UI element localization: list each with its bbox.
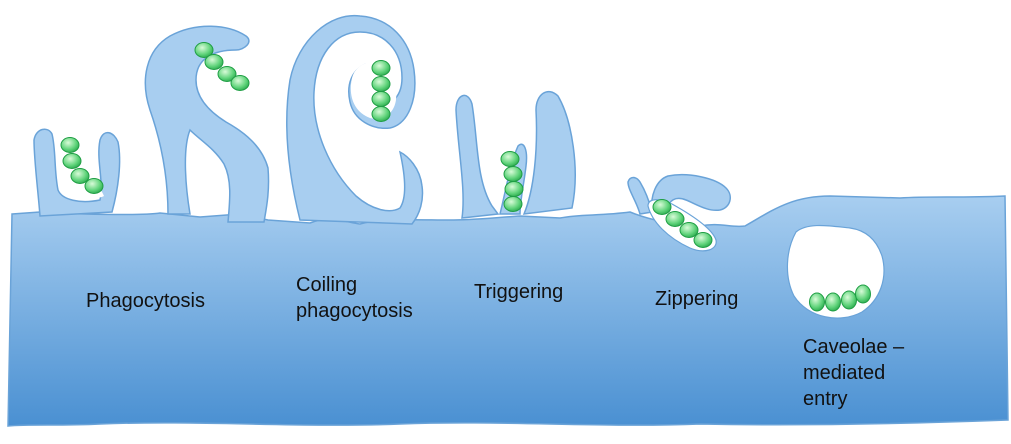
bacterium-icon — [61, 138, 79, 153]
bacterium-icon — [653, 200, 671, 215]
label-zippering: Zippering — [655, 286, 738, 312]
bacterium-icon — [501, 152, 519, 167]
label-caveolae-mediated-entry: Caveolae – mediated entry — [803, 334, 904, 412]
bacterium-icon — [372, 92, 390, 107]
bacterium-icon — [63, 154, 81, 169]
bacterium-icon — [842, 291, 857, 309]
bacterium-icon — [71, 169, 89, 184]
bacterium-icon — [85, 179, 103, 194]
bacterium-icon — [231, 76, 249, 91]
bacterium-icon — [505, 182, 523, 197]
bacterium-icon — [694, 233, 712, 248]
label-triggering: Triggering — [474, 279, 563, 305]
label-phagocytosis: Phagocytosis — [86, 288, 205, 314]
bacterium-icon — [680, 223, 698, 238]
bacterium-icon — [504, 197, 522, 212]
triggering-ruffle-right — [524, 92, 575, 214]
bacterium-icon — [826, 293, 841, 311]
bacterium-icon — [666, 212, 684, 227]
bacterium-icon — [205, 55, 223, 70]
bacterium-icon — [856, 285, 871, 303]
bacterium-icon — [504, 167, 522, 182]
bacterium-icon — [810, 293, 825, 311]
triggering-ruffle-left — [456, 95, 498, 218]
bacterium-icon — [372, 77, 390, 92]
bacterium-icon — [372, 107, 390, 122]
label-coiling-phagocytosis: Coiling phagocytosis — [296, 272, 413, 324]
coiling-pseudopod — [287, 16, 423, 224]
bacterium-icon — [372, 61, 390, 76]
